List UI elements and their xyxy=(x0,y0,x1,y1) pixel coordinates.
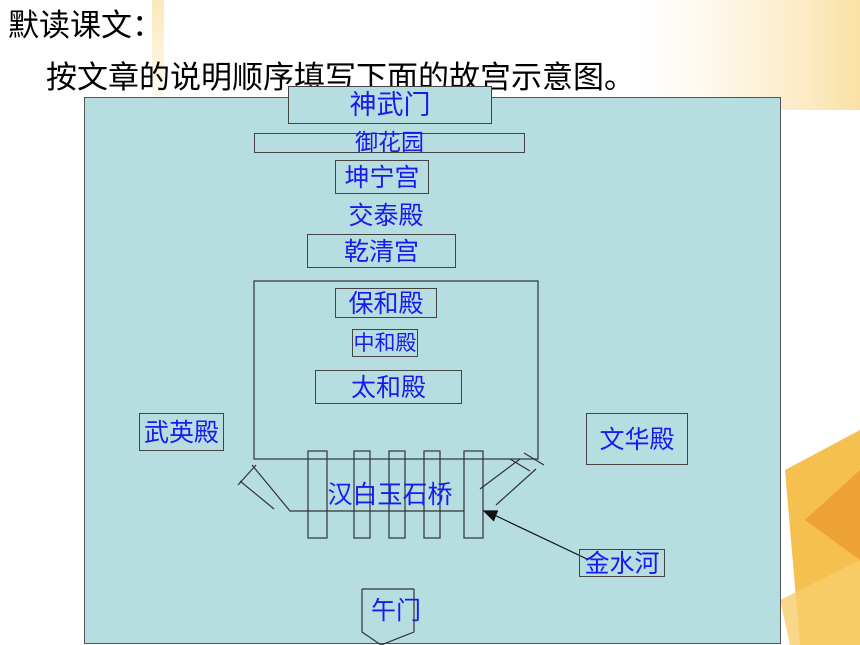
river-tick-right-1 xyxy=(509,458,531,472)
jiaotai-hall-label: 交泰殿 xyxy=(348,200,424,230)
north-gate-box: 神武门 xyxy=(288,86,492,124)
river-right-upper xyxy=(479,458,521,490)
imperial-garden-label: 御花园 xyxy=(355,129,424,156)
qianqing-palace-label: 乾清宫 xyxy=(343,236,419,266)
taihe-hall-label: 太和殿 xyxy=(350,372,426,402)
south-gate-outline xyxy=(361,589,415,645)
wuying-hall-label: 武英殿 xyxy=(143,417,219,447)
bridge-4 xyxy=(423,450,441,539)
bridge-5 xyxy=(463,450,484,539)
imperial-garden-box: 御花园 xyxy=(254,129,525,156)
taihe-hall-box: 太和殿 xyxy=(315,370,462,404)
wuying-hall-box: 武英殿 xyxy=(139,413,224,451)
river-tick-right-2 xyxy=(523,452,545,466)
kunning-palace-box: 坤宁宫 xyxy=(335,160,429,194)
south-gate-box: 午门 xyxy=(362,592,430,628)
river-left-upper xyxy=(251,464,464,512)
bridges-label-box: 汉白玉石桥 xyxy=(310,478,470,510)
zhonghe-hall-box: 中和殿 xyxy=(352,329,418,357)
bridges-label: 汉白玉石桥 xyxy=(327,479,453,509)
river-right-lower xyxy=(495,468,537,506)
river-label-box: 金水河 xyxy=(579,549,665,577)
river-tick-left xyxy=(237,464,257,486)
river-arrow-line xyxy=(489,512,588,560)
zhonghe-hall-label: 中和殿 xyxy=(353,330,417,355)
inner-court-rect xyxy=(253,280,539,460)
baohe-hall-box: 保和殿 xyxy=(335,288,437,318)
river-arrow-head xyxy=(482,510,498,522)
jiaotai-hall-box: 交泰殿 xyxy=(340,198,432,232)
wenhua-hall-label: 文华殿 xyxy=(599,424,675,454)
palace-plan-lines xyxy=(237,280,588,645)
bridge-1 xyxy=(307,450,328,539)
river-left-lower xyxy=(239,480,275,510)
wenhua-hall-box: 文华殿 xyxy=(586,413,688,465)
bridge-3 xyxy=(388,450,406,539)
kunning-palace-label: 坤宁宫 xyxy=(344,162,420,192)
page-title: 默读课文： xyxy=(8,8,163,44)
north-gate-label: 神武门 xyxy=(349,89,431,121)
bridge-2 xyxy=(353,450,371,539)
baohe-hall-label: 保和殿 xyxy=(348,288,424,318)
south-gate-label: 午门 xyxy=(370,595,421,625)
river-label: 金水河 xyxy=(584,548,660,578)
qianqing-palace-box: 乾清宫 xyxy=(307,234,456,268)
